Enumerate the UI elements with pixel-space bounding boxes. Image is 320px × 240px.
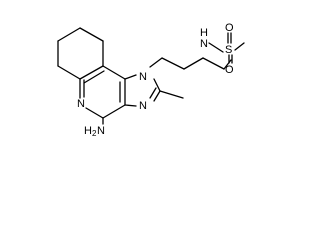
bond xyxy=(223,59,232,70)
bond xyxy=(159,90,184,99)
bond xyxy=(234,42,245,51)
bond xyxy=(79,65,104,80)
imidazole-ring xyxy=(124,74,161,107)
bond xyxy=(57,27,81,42)
bond xyxy=(102,65,126,80)
bond xyxy=(124,104,137,107)
atom-label-n-imidazole-3: N xyxy=(139,100,147,112)
atom-label-nh-h: H xyxy=(200,27,208,39)
atom-label-amine-subscript: 2 xyxy=(92,129,97,138)
bond xyxy=(153,78,161,92)
atom-label-amine-n: N xyxy=(97,125,105,137)
bond xyxy=(79,27,104,42)
atom-label-s: S xyxy=(225,44,232,56)
bond xyxy=(57,65,81,80)
substituent-bonds xyxy=(102,32,245,125)
pyridine-ring xyxy=(79,65,126,119)
atom-label-n-imidazole-1: N xyxy=(139,71,147,83)
atom-label-nh-n: N xyxy=(200,38,208,50)
atom-label-o-upper: O xyxy=(225,22,234,34)
bond xyxy=(83,70,105,84)
bond xyxy=(183,57,204,70)
structure-diagram: N H S O O N N N H 2 N xyxy=(57,22,245,138)
bond xyxy=(202,57,225,70)
amine-group: H 2 N xyxy=(84,125,105,138)
atom-labels: N H S O O N N N H 2 N xyxy=(77,22,234,138)
atom-label-o-lower: O xyxy=(225,64,234,76)
atom-label-amine-h: H xyxy=(84,125,92,137)
bond xyxy=(124,74,137,80)
cyclohexane-ring xyxy=(57,27,104,80)
bond xyxy=(161,57,185,70)
bond xyxy=(149,57,163,68)
bond xyxy=(85,107,104,119)
bond xyxy=(102,104,126,119)
bond xyxy=(208,42,224,53)
atom-label-n-pyridine: N xyxy=(77,98,85,110)
bond xyxy=(149,87,157,99)
bond xyxy=(153,90,161,102)
